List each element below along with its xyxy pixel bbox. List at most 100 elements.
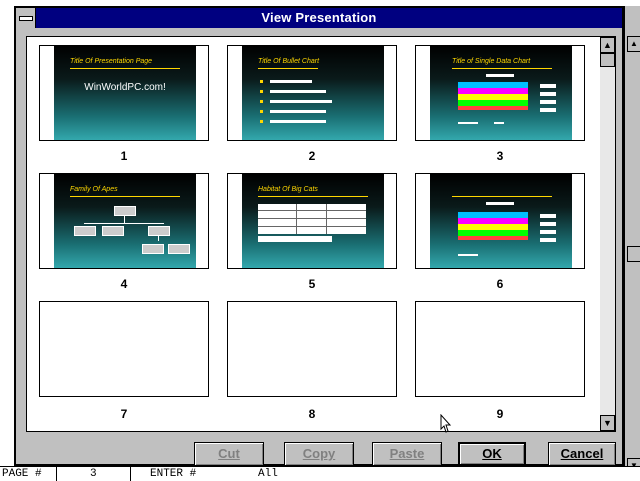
chart-bar [458,218,528,224]
chart-label [458,254,478,256]
legend-item [540,238,556,242]
slide-number-4: 4 [120,277,128,291]
bullet-line [270,110,326,113]
slide-number-1: 1 [120,149,128,163]
scroll-up-icon[interactable]: ▲ [600,37,615,53]
bullet-line [270,100,332,103]
copy-button[interactable]: Copy [284,442,354,466]
slide-title: Title of Single Data Chart [452,58,531,65]
chart-bar [458,100,528,106]
slide-thumbnail-9[interactable] [415,301,585,397]
title-underline [452,68,552,69]
status-page-number: 3 [90,468,97,480]
slide-number-8: 8 [308,407,316,421]
system-menu-button[interactable] [16,8,36,28]
slide-art: Title Of Bullet Chart [242,46,384,140]
slide-title: Title Of Bullet Chart [258,58,320,65]
cancel-button[interactable]: Cancel [548,442,616,466]
bullet-line [270,80,312,83]
legend-item [540,222,556,226]
slide-art: Habitat Of Big Cats [242,174,384,268]
slide-thumbnail-6[interactable] [415,173,585,269]
status-page-label: PAGE # [2,468,42,480]
org-box [148,226,170,236]
slide-sorter-pane[interactable]: Title Of Presentation Page WinWorldPC.co… [26,36,610,432]
table-rule [258,210,366,211]
bullet-line [270,90,326,93]
legend-item [540,92,556,96]
title-underline [258,68,318,69]
background-app-scrollbar[interactable]: ▲ ▼ [624,6,640,480]
chart-bar [458,236,528,240]
bullet [260,90,263,93]
bg-scroll-thumb[interactable] [627,246,640,262]
org-box [114,206,136,216]
title-underline [258,196,368,197]
chart-bar [458,106,528,110]
paste-button[interactable]: Paste [372,442,442,466]
bullet [260,100,263,103]
org-line [158,235,159,241]
chart-bar [486,202,514,205]
bullet [260,120,263,123]
slide-title: Family Of Apes [70,186,118,193]
status-divider [130,467,131,481]
slide-thumbnail-5[interactable]: Habitat Of Big Cats [227,173,397,269]
slide-art: Title Of Presentation Page WinWorldPC.co… [54,46,196,140]
ok-button[interactable]: OK [458,442,526,466]
legend-item [540,230,556,234]
slide-number-6: 6 [496,277,504,291]
mouse-pointer-icon [440,414,452,433]
slide-art: Family Of Apes [54,174,196,268]
background-status-bar: PAGE # 3 ENTER # All [0,466,640,481]
slide-title: Habitat Of Big Cats [258,186,318,193]
org-box [142,244,164,254]
slide-number-9: 9 [496,407,504,421]
slide-art [430,174,572,268]
table-block [258,236,332,242]
dialog-title: View Presentation [261,10,377,25]
chart-bar [458,230,528,236]
slide-number-2: 2 [308,149,316,163]
table-block [258,204,366,234]
slide-thumbnail-1[interactable]: Title Of Presentation Page WinWorldPC.co… [39,45,209,141]
status-enter-label: ENTER # [150,468,197,480]
title-underline [70,68,180,69]
slide-thumbnail-7[interactable] [39,301,209,397]
chart-label [458,122,478,124]
org-box [168,244,190,254]
org-line [84,223,164,224]
slide-text: WinWorldPC.com! [84,82,166,93]
slide-number-3: 3 [496,149,504,163]
vertical-scrollbar[interactable]: ▲ ▼ [600,36,616,432]
slide-thumbnail-2[interactable]: Title Of Bullet Chart [227,45,397,141]
slide-number-5: 5 [308,277,316,291]
legend-item [540,84,556,88]
org-box [74,226,96,236]
bullet [260,110,263,113]
scroll-thumb[interactable] [600,53,615,67]
cut-button[interactable]: Cut [194,442,264,466]
slide-art: Title of Single Data Chart [430,46,572,140]
chart-bar [458,82,528,88]
title-underline [70,196,180,197]
org-line [124,215,125,223]
legend-item [540,108,556,112]
chart-label [494,122,504,124]
chart-bar [458,88,528,94]
slide-title: Title Of Presentation Page [70,58,153,65]
legend-item [540,100,556,104]
legend-item [540,214,556,218]
table-rule [296,204,297,234]
scroll-down-icon[interactable]: ▼ [600,415,615,431]
org-box [102,226,124,236]
chart-bar [458,224,528,230]
status-all-label: All [258,468,278,480]
slide-thumbnail-8[interactable] [227,301,397,397]
bullet-line [270,120,326,123]
slide-thumbnail-4[interactable]: Family Of Apes [39,173,209,269]
slide-thumbnail-3[interactable]: Title of Single Data Chart [415,45,585,141]
bg-scroll-up-icon[interactable]: ▲ [627,36,640,52]
title-underline [452,196,552,197]
dialog-titlebar[interactable]: View Presentation [16,8,622,28]
